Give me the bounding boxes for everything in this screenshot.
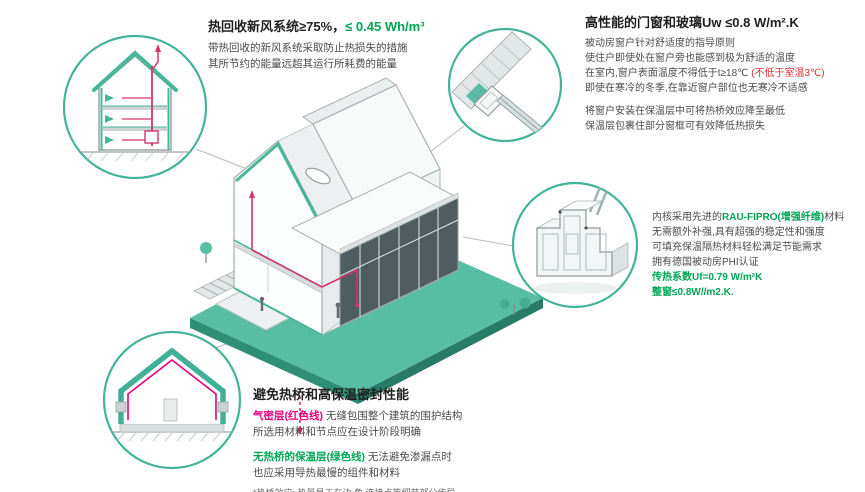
windows-note: 高性能的门窗和玻璃Uw ≤0.8 W/m².K 被动房窗户针对舒适度的指导原则 … <box>585 12 863 134</box>
thermal-line-1-rest: 无缝包围整个建筑的围护结构 <box>323 410 463 422</box>
windows-title: 高性能的门窗和玻璃Uw ≤0.8 W/m².K <box>585 12 863 31</box>
heat-recovery-title-value: ≤ 0.45 Wh/m³ <box>345 19 425 34</box>
windows-line-2: 使住户即使处在窗户旁也能感到极为舒适的温度 <box>585 53 795 64</box>
windows-line-1: 被动房窗户针对舒适度的指导原则 <box>585 38 735 49</box>
heat-recovery-title-text: 热回收新风系统≥75%， <box>208 19 346 34</box>
heat-recovery-note: 热回收新风系统≥75%，≤ 0.45 Wh/m³ 带热回收的新风系统采取防止热损… <box>208 16 476 73</box>
profile-line-3: 可填充保温隔热材料轻松满足节能需求 <box>652 242 822 253</box>
thermal-airtight-label: 气密层(红色线) <box>253 410 323 422</box>
thermal-line-1: 气密层(红色线) 无缝包围整个建筑的围护结构 <box>253 408 593 424</box>
thermal-note: 避免热桥和高保温密封性能 气密层(红色线) 无缝包围整个建筑的围护结构 所选用材… <box>253 384 593 492</box>
profile-line-1-pre: 内核采用先进的 <box>652 212 722 223</box>
thermal-line-4: 也应采用导热最慢的组件和材料 <box>253 466 400 479</box>
profile-note: 内核采用先进的RAU-FIPRO(增强纤维)材料 无需额外补强,具有超强的稳定性… <box>652 210 864 300</box>
profile-line-1-material: RAU-FIPRO(增强纤维) <box>722 212 825 223</box>
thermal-insulation-label: 无热桥的保温层(绿色线) <box>253 450 365 463</box>
windows-line-5: 将窗户安装在保温层中可将热桥效应降至最低 <box>585 106 785 117</box>
heat-recovery-title: 热回收新风系统≥75%，≤ 0.45 Wh/m³ <box>208 16 476 35</box>
windows-line-3-text: 在室内,窗户表面温度不得低于t≥18℃ <box>585 68 752 79</box>
profile-uw-value: 整窗≤0.8W//m2.K. <box>652 287 734 298</box>
heat-recovery-line-1: 带热回收的新风系统采取防止热损失的措施 <box>208 42 408 54</box>
thermal-line-2: 所选用材料和节点应在设计阶段明确 <box>253 426 421 439</box>
hrv-section-circle <box>62 34 208 180</box>
windows-title-text: 高性能的门窗和玻璃 <box>585 15 703 30</box>
windows-line-4: 即使在寒冷的冬季,在靠近窗户部位也无寒冷不适感 <box>585 83 808 94</box>
isometric-house-illustration <box>190 77 543 435</box>
thermal-title: 避免热桥和高保温密封性能 <box>253 387 410 402</box>
windows-line-3: 在室内,窗户表面温度不得低于t≥18℃ (不低于室温3℃) <box>585 66 863 81</box>
windows-title-value: Uw ≤0.8 W/m².K <box>702 15 799 30</box>
window-install-circle <box>447 27 563 143</box>
profile-line-2: 无需额外补强,具有超强的稳定性和强度 <box>652 227 825 238</box>
profile-line-1: 内核采用先进的RAU-FIPRO(增强纤维)材料 <box>652 210 864 225</box>
window-profile-circle <box>511 181 639 309</box>
profile-line-4: 拥有德国被动房PHI认证 <box>652 257 759 268</box>
heat-recovery-line-2: 其所节约的能量远超其运行所耗费的能量 <box>208 58 397 71</box>
thermal-line-3: 无热桥的保温层(绿色线) 无法避免渗漏点时 <box>253 449 593 465</box>
windows-line-3-note: (不低于室温3℃) <box>751 68 825 79</box>
profile-line-1-post: 材料 <box>824 212 845 223</box>
thermal-line-3-rest: 无法避免渗漏点时 <box>365 450 452 463</box>
profile-uf-value: 传热系数Uf=0.79 W/m²K <box>652 272 763 283</box>
thermal-footnote: *热桥效应: 热量易于在边.角.连接点等细节部分传导 <box>253 487 593 492</box>
thermal-envelope-circle <box>102 330 242 470</box>
windows-line-6: 保温层包裹住部分窗框可有效降低热损失 <box>585 121 765 132</box>
